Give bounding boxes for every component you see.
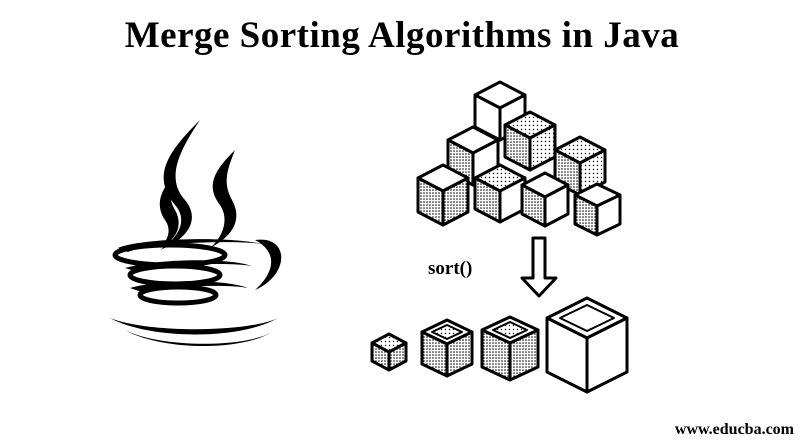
watermark-url: www.educba.com [674,421,794,438]
sort-label: sort() [428,258,473,279]
page-title: Merge Sorting Algorithms in Java [124,15,680,56]
